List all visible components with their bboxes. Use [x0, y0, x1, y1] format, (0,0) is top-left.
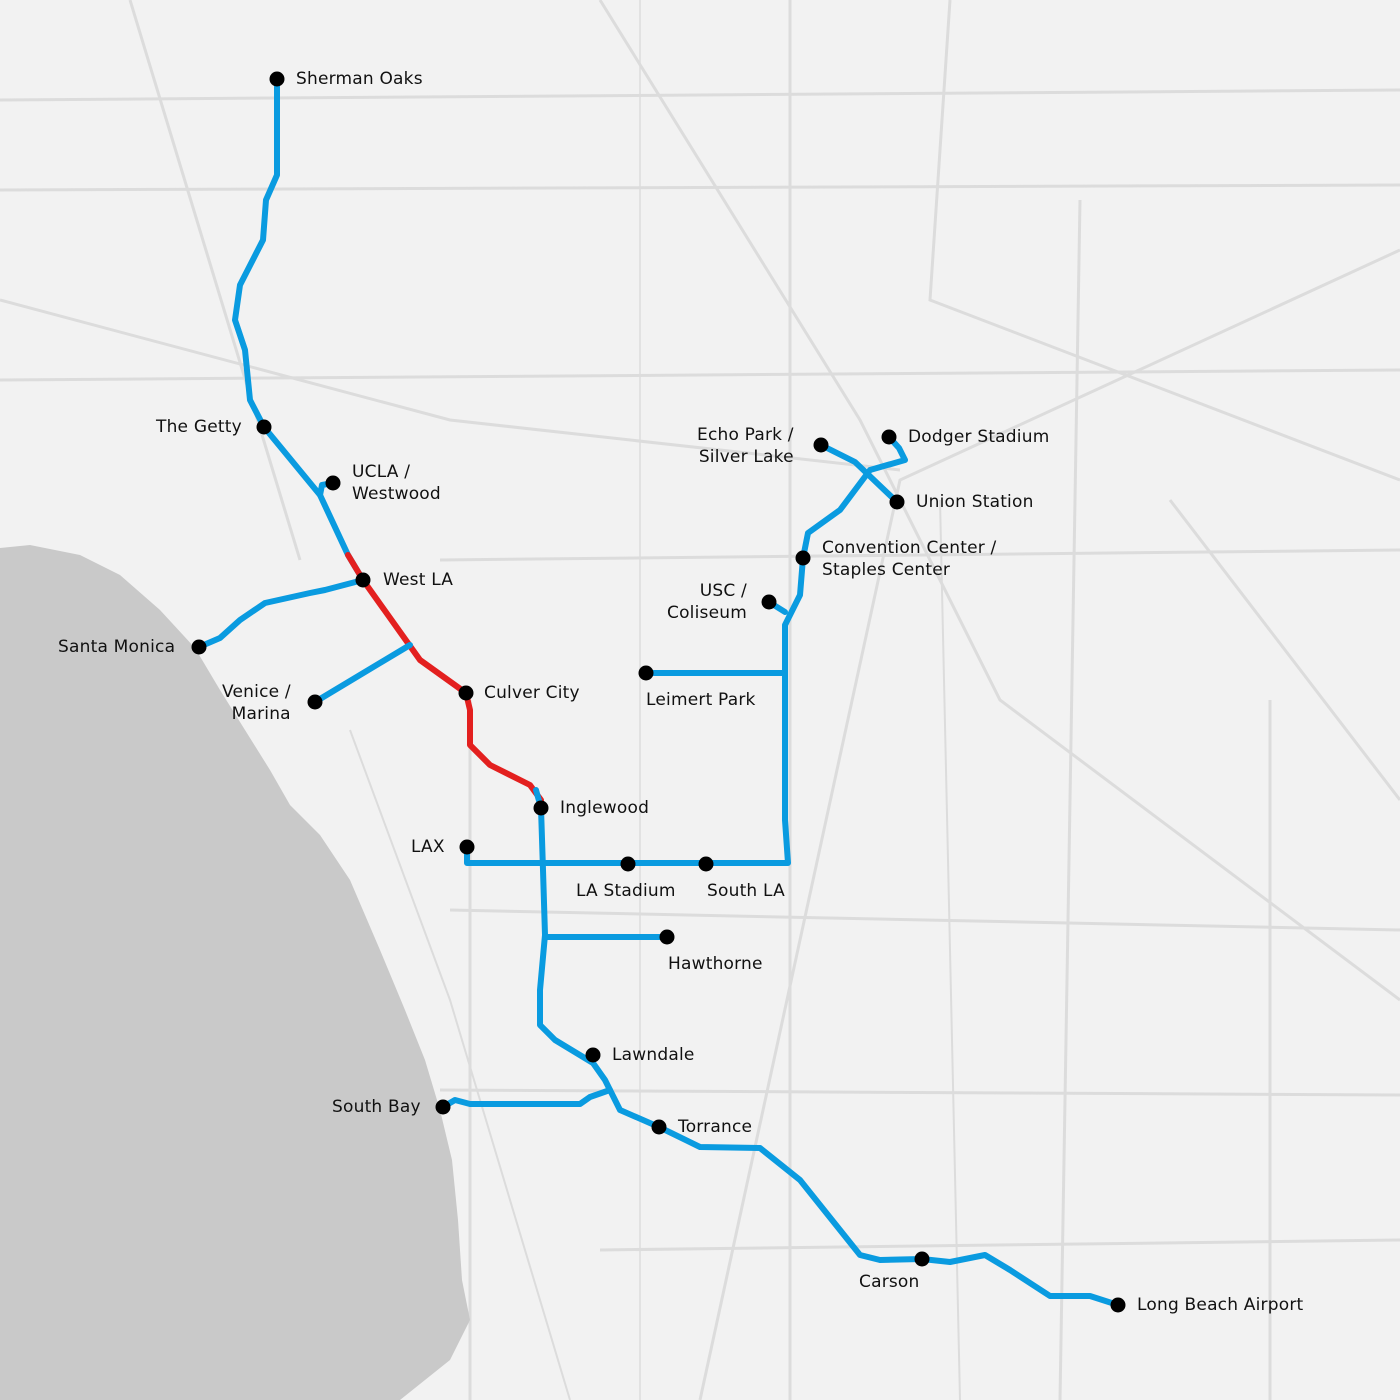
- station-label-leimert-park: Leimert Park: [646, 689, 756, 711]
- station-marker-union-station[interactable]: [889, 494, 905, 510]
- station-marker-venice-marina[interactable]: [307, 694, 323, 710]
- station-marker-inglewood[interactable]: [533, 800, 549, 816]
- station-label-torrance: Torrance: [678, 1116, 752, 1138]
- station-label-usc-coliseum: USC /Coliseum: [667, 580, 747, 624]
- station-name: LA Stadium: [576, 881, 676, 901]
- route-santa-monica-branch[interactable]: [196, 577, 366, 650]
- station-label-carson: Carson: [859, 1271, 920, 1293]
- station-marker-convention-center-staples-center[interactable]: [795, 550, 811, 566]
- station-name-line2: Silver Lake: [698, 447, 794, 467]
- station-label-echo-park-silver-lake: Echo Park /Silver Lake: [697, 424, 794, 468]
- station-name: USC /: [699, 581, 747, 601]
- station-marker-long-beach-airport[interactable]: [1110, 1297, 1126, 1313]
- route-venice-branch[interactable]: [312, 642, 413, 705]
- station-name: Convention Center /: [822, 538, 997, 558]
- station-marker-south-bay[interactable]: [435, 1099, 451, 1115]
- station-name: Hawthorne: [668, 954, 763, 974]
- station-name-line2: Coliseum: [667, 603, 747, 623]
- station-label-dodger-stadium: Dodger Stadium: [908, 426, 1049, 448]
- station-label-inglewood: Inglewood: [560, 797, 649, 819]
- station-label-long-beach-airport: Long Beach Airport: [1137, 1294, 1303, 1316]
- route-south-bay-branch[interactable]: [440, 1087, 613, 1110]
- station-label-culver-city: Culver City: [484, 682, 580, 704]
- station-name: Carson: [859, 1272, 920, 1292]
- station-label-south-bay: South Bay: [332, 1096, 421, 1118]
- station-name: Sherman Oaks: [296, 69, 423, 89]
- station-name: South Bay: [332, 1097, 421, 1117]
- station-marker-sherman-oaks[interactable]: [269, 71, 285, 87]
- station-markers: [191, 71, 1126, 1313]
- station-marker-santa-monica[interactable]: [191, 639, 207, 655]
- station-label-union-station: Union Station: [916, 491, 1034, 513]
- route-highlighted-segment[interactable]: [345, 552, 544, 803]
- station-name: Long Beach Airport: [1137, 1295, 1304, 1315]
- station-name: The Getty: [156, 417, 242, 437]
- station-label-la-stadium: LA Stadium: [576, 880, 676, 902]
- station-name-line2: Westwood: [352, 484, 441, 504]
- station-marker-south-la[interactable]: [698, 856, 714, 872]
- station-label-sherman-oaks: Sherman Oaks: [296, 68, 423, 90]
- station-name: Santa Monica: [58, 637, 176, 657]
- station-label-lawndale: Lawndale: [612, 1044, 695, 1066]
- station-marker-usc-coliseum[interactable]: [761, 594, 777, 610]
- station-label-the-getty: The Getty: [156, 416, 242, 438]
- station-marker-torrance[interactable]: [651, 1119, 667, 1135]
- station-label-venice-marina: Venice /Marina: [222, 681, 291, 725]
- station-marker-ucla-westwood[interactable]: [325, 475, 341, 491]
- station-marker-the-getty[interactable]: [256, 419, 272, 435]
- station-label-west-la: West LA: [383, 569, 453, 591]
- route-echo-park-branch[interactable]: [818, 442, 900, 505]
- station-marker-carson[interactable]: [914, 1251, 930, 1267]
- station-name: Culver City: [484, 683, 580, 703]
- station-name: Venice /: [222, 682, 291, 702]
- station-name: Echo Park /: [697, 425, 794, 445]
- station-marker-la-stadium[interactable]: [620, 856, 636, 872]
- station-label-ucla-westwood: UCLA /Westwood: [352, 461, 441, 505]
- station-name: Inglewood: [560, 798, 650, 818]
- station-name: UCLA /: [352, 462, 411, 482]
- station-marker-lawndale[interactable]: [585, 1047, 601, 1063]
- station-name: Dodger Stadium: [908, 427, 1050, 447]
- station-marker-echo-park-silver-lake[interactable]: [813, 437, 829, 453]
- station-label-hawthorne: Hawthorne: [668, 953, 763, 975]
- station-name-line2: Marina: [231, 704, 291, 724]
- station-marker-dodger-stadium[interactable]: [881, 429, 897, 445]
- station-name-line2: Staples Center: [822, 560, 951, 580]
- pacific-ocean: [0, 545, 470, 1400]
- station-name: Union Station: [916, 492, 1034, 512]
- station-name: Torrance: [678, 1117, 753, 1137]
- station-name: Leimert Park: [646, 690, 756, 710]
- station-label-lax: LAX: [411, 836, 445, 858]
- station-name: LAX: [411, 837, 445, 857]
- station-name: Lawndale: [612, 1045, 695, 1065]
- station-label-santa-monica: Santa Monica: [58, 636, 175, 658]
- route-lax-downtown-line[interactable]: [464, 434, 908, 866]
- station-label-south-la: South LA: [707, 880, 785, 902]
- station-marker-hawthorne[interactable]: [659, 929, 675, 945]
- station-name: South LA: [707, 881, 785, 901]
- station-marker-west-la[interactable]: [355, 572, 371, 588]
- route-northern-segment[interactable]: [232, 76, 366, 583]
- station-marker-lax[interactable]: [459, 839, 475, 855]
- route-southern-segment[interactable]: [533, 787, 1121, 1308]
- station-marker-leimert-park[interactable]: [638, 665, 654, 681]
- station-name: West LA: [383, 570, 454, 590]
- station-label-convention-center-staples-center: Convention Center /Staples Center: [822, 537, 996, 581]
- station-marker-culver-city[interactable]: [458, 685, 474, 701]
